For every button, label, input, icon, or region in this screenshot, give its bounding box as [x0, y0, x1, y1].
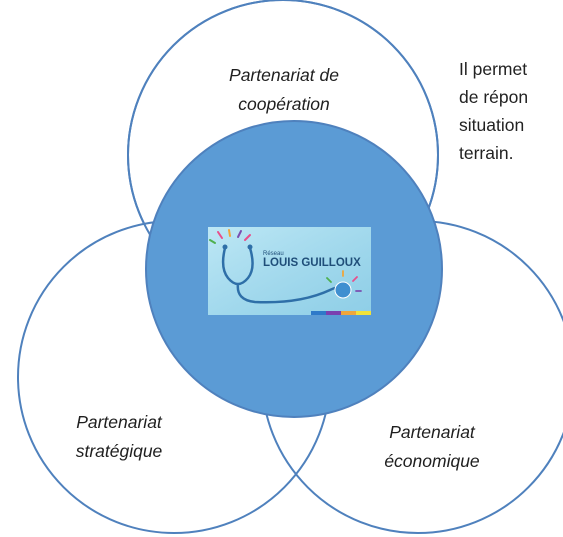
label-economique: Partenariat économique — [357, 418, 507, 476]
side-paragraph: Il permet de répon situation terrain. — [459, 55, 563, 167]
label-cooperation-line1: Partenariat de — [229, 65, 339, 85]
label-cooperation-line2: coopération — [238, 94, 330, 114]
label-economique-line1: Partenariat — [389, 422, 475, 442]
logo-small-text: Réseau — [263, 251, 284, 257]
side-line-1: Il permet — [459, 59, 528, 79]
side-line-4: terrain. — [459, 143, 514, 163]
side-line-2: de répon — [459, 87, 529, 107]
label-cooperation: Partenariat de coopération — [184, 61, 384, 119]
logo-louis-guilloux: Réseau LOUIS GUILLOUX — [208, 227, 371, 315]
side-line-3: situation — [459, 115, 525, 135]
label-strategique-line2: stratégique — [75, 441, 163, 461]
label-economique-line2: économique — [384, 451, 480, 471]
globe-icon — [334, 281, 352, 299]
label-strategique-line1: Partenariat — [76, 412, 162, 432]
label-strategique: Partenariat stratégique — [44, 408, 194, 466]
logo-main-text: LOUIS GUILLOUX — [263, 257, 361, 269]
